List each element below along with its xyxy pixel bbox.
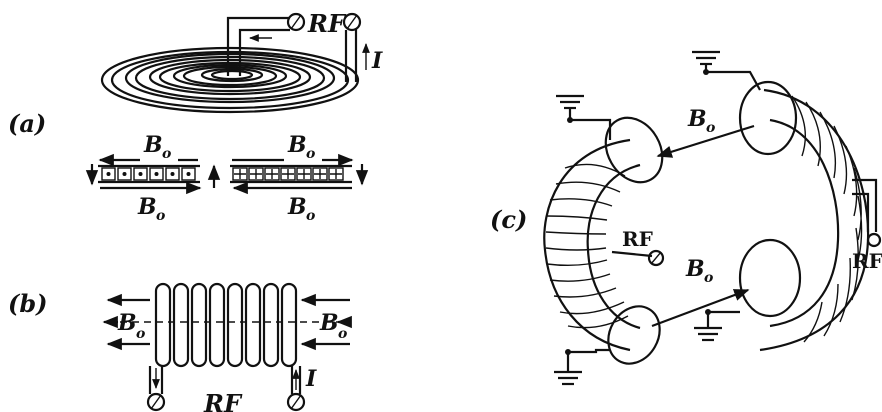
b-field-label: B xyxy=(685,256,705,282)
terminal-icon xyxy=(647,249,665,267)
toroid-half-right xyxy=(738,80,870,352)
b-field-subscript: o xyxy=(162,146,171,162)
spiral-coil xyxy=(100,46,360,114)
b-field-label: B xyxy=(287,132,307,158)
coil-lead-inner-2 xyxy=(238,28,290,76)
b-field-label: B xyxy=(319,310,339,336)
panel-a: (a) RF I B xyxy=(8,9,383,224)
cross-section-left: B o B o xyxy=(85,132,202,224)
rf-label-b: RF xyxy=(203,389,243,412)
current-label-b: I xyxy=(305,366,317,392)
b-field-subscript: o xyxy=(306,208,315,224)
terminal-icon xyxy=(146,392,166,412)
b-field-line-bottom xyxy=(651,288,750,328)
b-field-line-top xyxy=(656,124,755,158)
panel-c-label: (c) xyxy=(490,205,527,234)
panel-c: (c) xyxy=(490,50,882,386)
b-field-subscript: o xyxy=(338,326,347,342)
b-field-label: B xyxy=(287,194,307,220)
b-field-label: B xyxy=(117,310,137,336)
rf-feed-center xyxy=(611,250,653,258)
terminal-icon xyxy=(286,392,306,412)
conductor-crosses xyxy=(232,167,344,181)
rf-feed-right-2 xyxy=(852,192,870,232)
panel-a-label: (a) xyxy=(8,109,46,138)
rf-label-a: RF xyxy=(307,9,347,38)
terminal-icon xyxy=(342,12,362,32)
b-field-subscript: o xyxy=(706,120,715,136)
b-field-subscript: o xyxy=(306,146,315,162)
terminal-icon xyxy=(866,232,882,248)
ground-icon xyxy=(554,348,610,386)
toroid-half-left xyxy=(543,116,664,365)
rf-feed-right xyxy=(852,178,878,232)
b-field-label: B xyxy=(687,106,707,132)
b-field-label: B xyxy=(143,132,163,158)
b-field-label: B xyxy=(137,194,157,220)
ground-icon xyxy=(692,50,761,91)
rf-label-c-right: RF xyxy=(852,249,882,273)
current-label-a: I xyxy=(371,48,383,74)
coil-lead-inner xyxy=(226,16,290,76)
solenoid-coil xyxy=(154,282,298,368)
cross-section-right: B o B o xyxy=(230,132,369,224)
conductor-dots xyxy=(101,167,196,181)
ground-icon xyxy=(556,94,612,140)
b-field-subscript: o xyxy=(156,208,165,224)
rf-label-c-center: RF xyxy=(622,227,653,251)
panel-b: (b) B o B o I xyxy=(8,282,352,412)
panel-b-label: (b) xyxy=(8,289,48,318)
ground-icon xyxy=(694,309,740,342)
b-field-subscript: o xyxy=(136,326,145,342)
terminal-icon xyxy=(286,12,306,32)
b-field-subscript: o xyxy=(704,270,713,286)
